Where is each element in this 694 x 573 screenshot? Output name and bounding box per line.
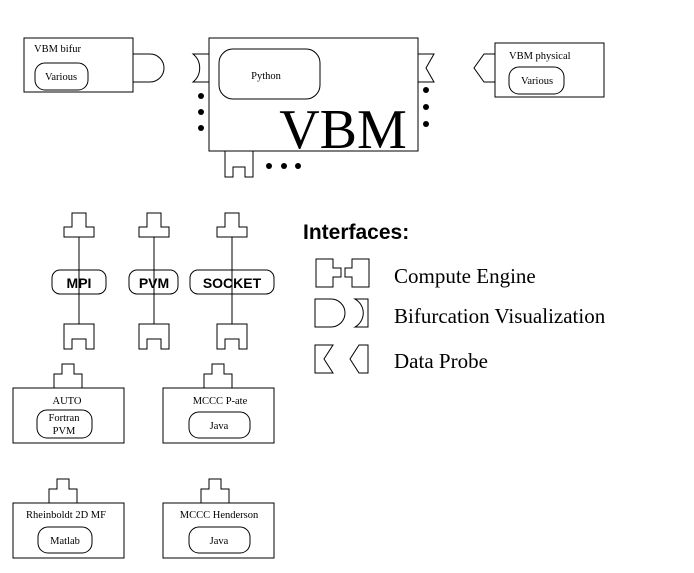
auto-line1: Fortran <box>49 413 81 424</box>
legend-item-bifurcation-visualization: Bifurcation Visualization <box>394 304 606 328</box>
python-label: Python <box>251 71 282 82</box>
data-probe-plug-icon <box>473 53 495 83</box>
pvm-connector <box>128 212 179 350</box>
vbm-title: VBM <box>279 99 407 161</box>
vbm-physical-inner-label: Various <box>521 76 553 87</box>
vbm-physical-title: VBM physical <box>509 51 571 62</box>
bifurcation-plug-icon <box>133 53 165 83</box>
mccc-pate-engine-box <box>162 363 275 444</box>
legend-title: Interfaces: <box>303 221 409 244</box>
auto-engine-box <box>12 363 125 444</box>
vbm-main-box <box>191 37 435 178</box>
rheinboldt-title: Rheinboldt 2D MF <box>26 510 106 521</box>
vbm-bifur-title: VBM bifur <box>34 44 81 55</box>
mccc-pate-title: MCCC P-ate <box>193 396 248 407</box>
legend-item-data-probe: Data Probe <box>394 349 488 373</box>
mpi-connector <box>51 212 107 350</box>
pvm-label: PVM <box>139 275 169 291</box>
mccc-pate-inner-label: Java <box>210 421 229 432</box>
vbm-bifur-box <box>23 37 165 93</box>
bifurcation-socket-icon <box>191 53 210 83</box>
auto-title: AUTO <box>53 396 82 407</box>
mccc-henderson-title: MCCC Henderson <box>180 510 259 521</box>
mccc-henderson-engine-box <box>162 478 275 559</box>
vbm-bifur-inner-label: Various <box>45 72 77 83</box>
compute-engine-socket-icon <box>224 151 254 178</box>
socket-connector <box>189 212 275 350</box>
data-probe-icon <box>314 344 369 374</box>
bifurcation-visualization-icon <box>314 298 369 328</box>
rheinboldt-inner-label: Matlab <box>50 536 80 547</box>
vbm-physical-box <box>473 42 605 98</box>
legend-item-compute-engine: Compute Engine <box>394 264 536 288</box>
auto-line2: PVM <box>53 426 76 437</box>
rheinboldt-engine-box <box>12 478 125 559</box>
socket-label: SOCKET <box>203 275 262 291</box>
more-ports-dots <box>198 87 429 169</box>
data-probe-socket-icon <box>417 53 435 83</box>
compute-engine-icon <box>315 258 370 288</box>
mccc-henderson-inner-label: Java <box>210 536 229 547</box>
mpi-label: MPI <box>67 275 92 291</box>
